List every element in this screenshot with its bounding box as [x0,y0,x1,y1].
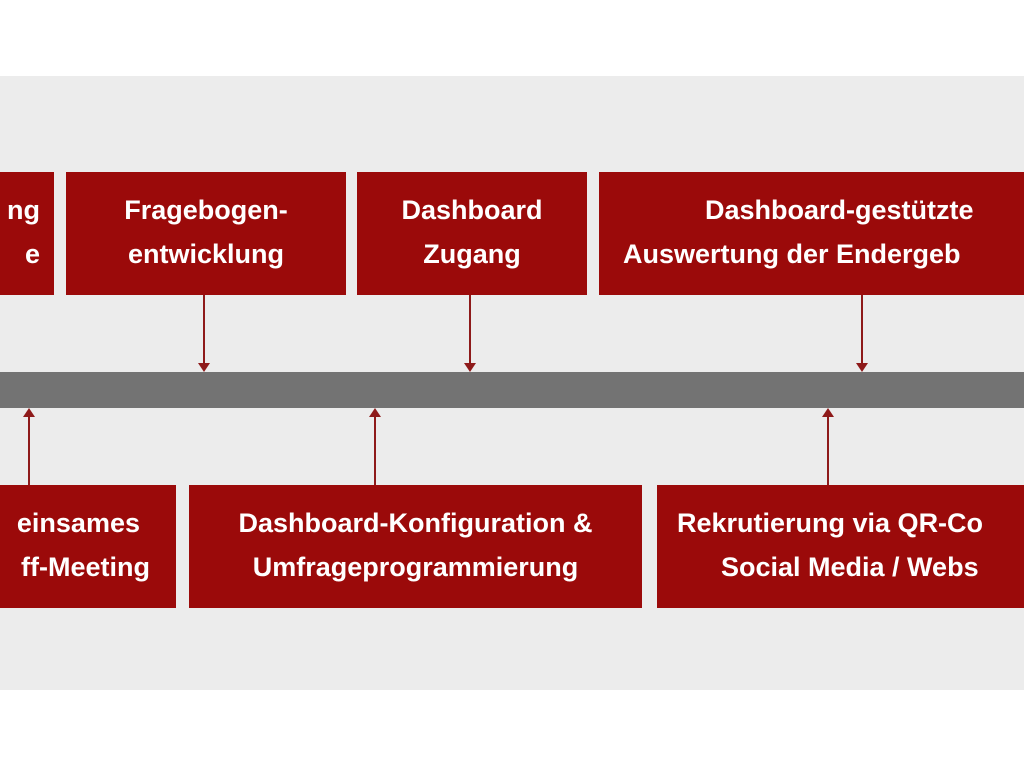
bottom-box-konfiguration: Dashboard-Konfiguration & Umfrageprogram… [189,485,642,608]
arrow-down-icon [856,363,868,372]
top-box-dashboard-zugang-line1: Dashboard [401,195,543,225]
bottom-box-konfiguration-line2: Umfrageprogrammierung [252,552,579,582]
top-box-1: ng e [0,172,54,295]
bottom-box-meeting-line1: einsames [16,508,140,538]
arrow-up-icon [23,408,35,417]
bottom-box-rekrutierung-line1: Rekrutierung via QR-Co [677,508,984,538]
top-box-dashboard-zugang-line2: Zugang [423,239,521,269]
top-box-1-line1: ng [7,195,40,225]
arrow-down-icon [198,363,210,372]
connector-konfiguration [374,417,376,485]
arrow-down-icon [464,363,476,372]
top-box-fragebogen-line2: entwicklung [127,239,284,269]
top-box-auswertung-line1: Dashboard-gestützte [705,195,974,225]
top-box-1-line2: e [24,239,40,269]
connector-fragebogen [203,295,205,363]
bottom-box-meeting: einsames ff-Meeting [0,485,176,608]
arrow-up-icon [822,408,834,417]
bottom-box-rekrutierung: Rekrutierung via QR-Co Social Media / We… [657,485,1024,608]
connector-meeting [28,417,30,485]
timeline-bar [0,372,1024,408]
top-box-dashboard-zugang: Dashboard Zugang [357,172,587,295]
connector-dashboard-zugang [469,295,471,363]
bottom-box-konfiguration-line1: Dashboard-Konfiguration & [238,508,593,538]
connector-auswertung [861,295,863,363]
top-box-auswertung: Dashboard-gestützte Auswertung der Ender… [599,172,1024,295]
arrow-up-icon [369,408,381,417]
bottom-box-meeting-line2: ff-Meeting [21,552,150,582]
connector-rekrutierung [827,417,829,485]
top-box-auswertung-line2: Auswertung der Endergeb [623,239,961,269]
top-box-fragebogen-line1: Fragebogen- [124,195,288,225]
bottom-box-rekrutierung-line2: Social Media / Webs [721,552,979,582]
top-box-fragebogen: Fragebogen- entwicklung [66,172,346,295]
